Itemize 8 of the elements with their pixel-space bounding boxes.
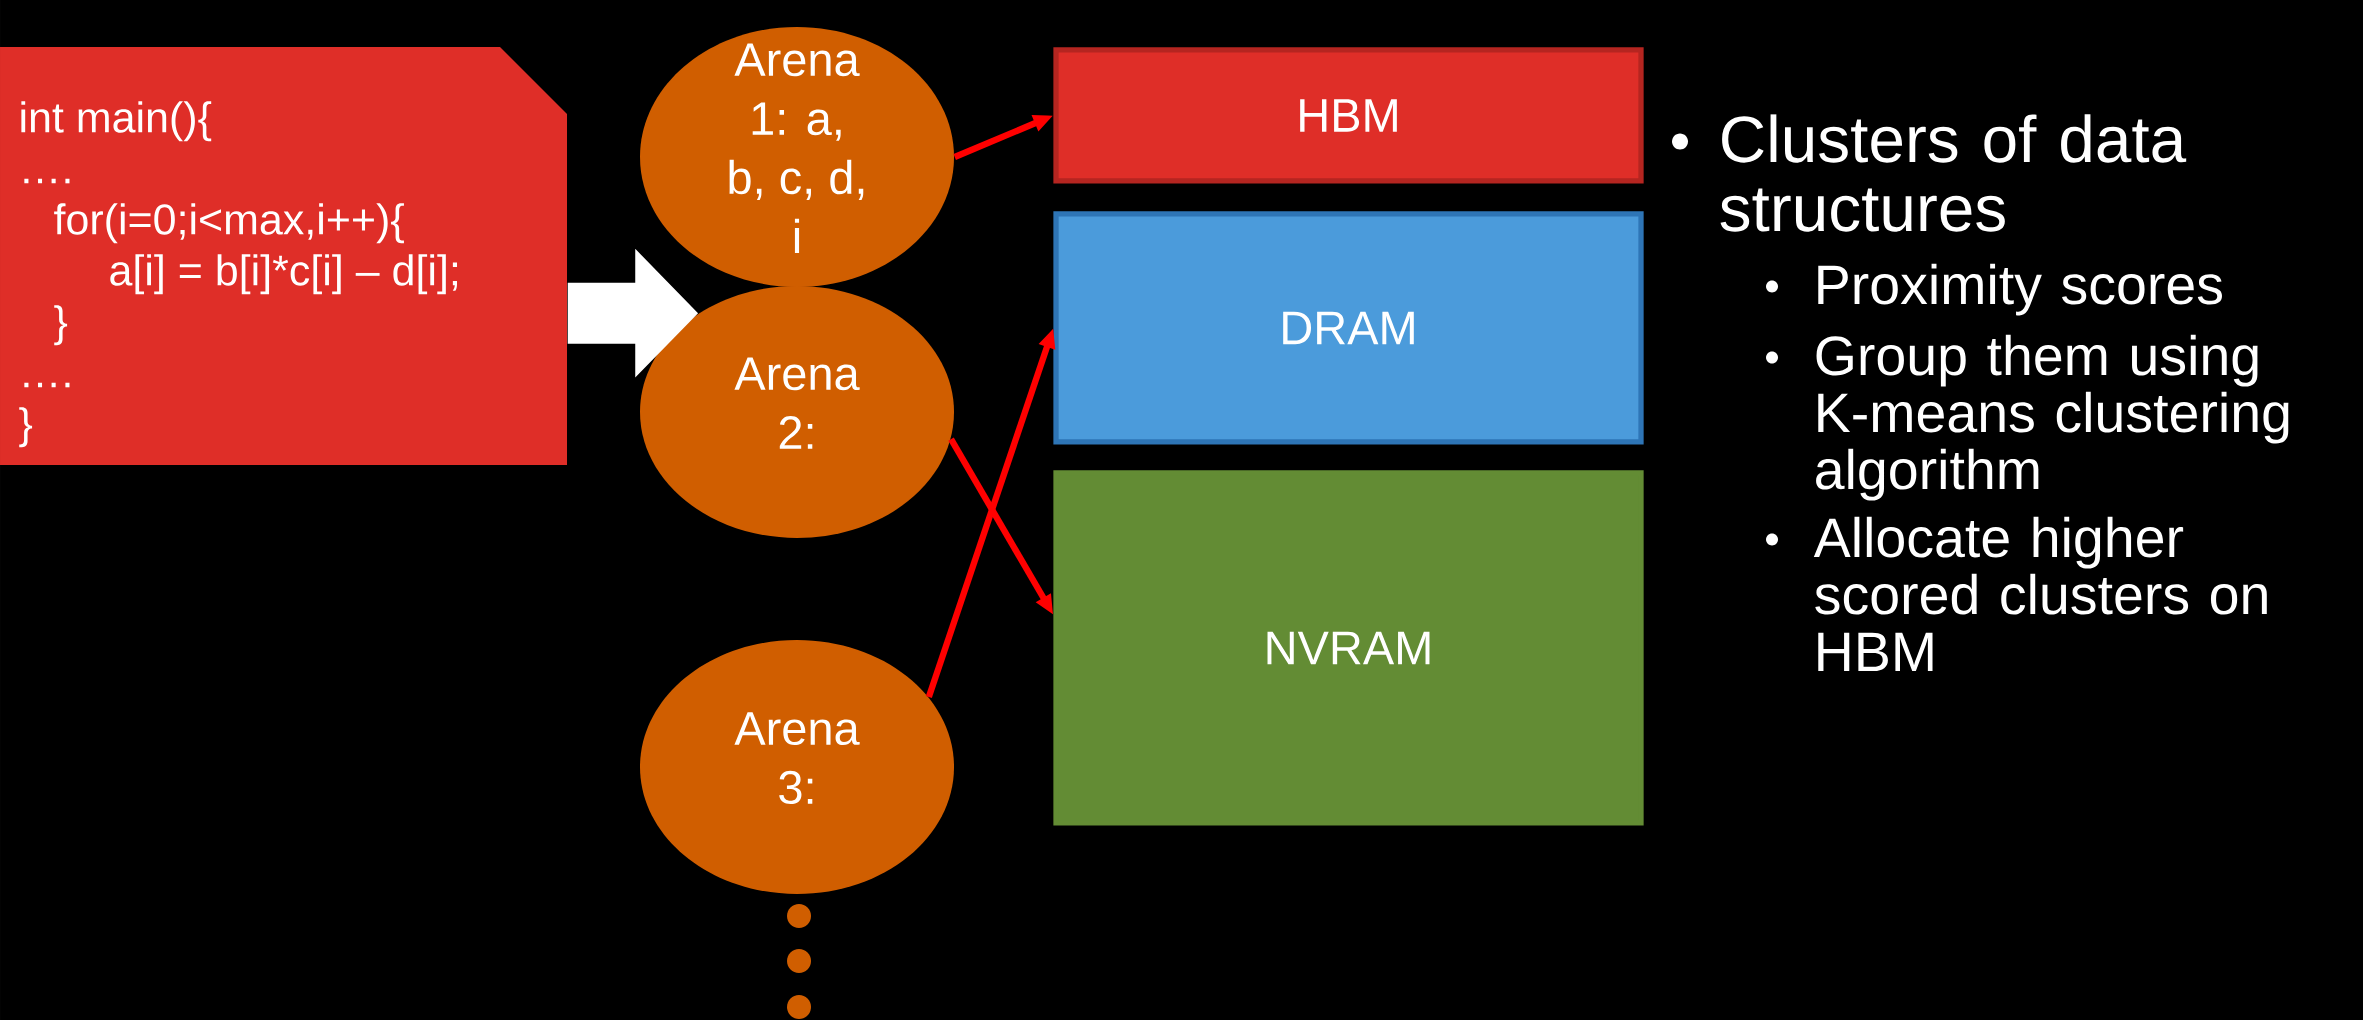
memory-box: NVRAM — [1053, 470, 1644, 826]
bullet-text: Group them using K-means clustering algorithm — [1816, 334, 2289, 501]
memory-box: HBM — [1053, 47, 1644, 184]
memory-box: DRAM — [1053, 211, 1644, 445]
bullet-text: Clusters of data structures — [1720, 114, 2187, 232]
bullet-text: Allocate higher scored clusters on HBM — [1813, 516, 2267, 671]
bullet-text: Proximity scores — [1818, 263, 2222, 316]
code-box: int main(){ …. for(i=0;i<max,i++){ a[i] = b[i]*c[i] – d[i]; } …. } — [0, 47, 567, 465]
